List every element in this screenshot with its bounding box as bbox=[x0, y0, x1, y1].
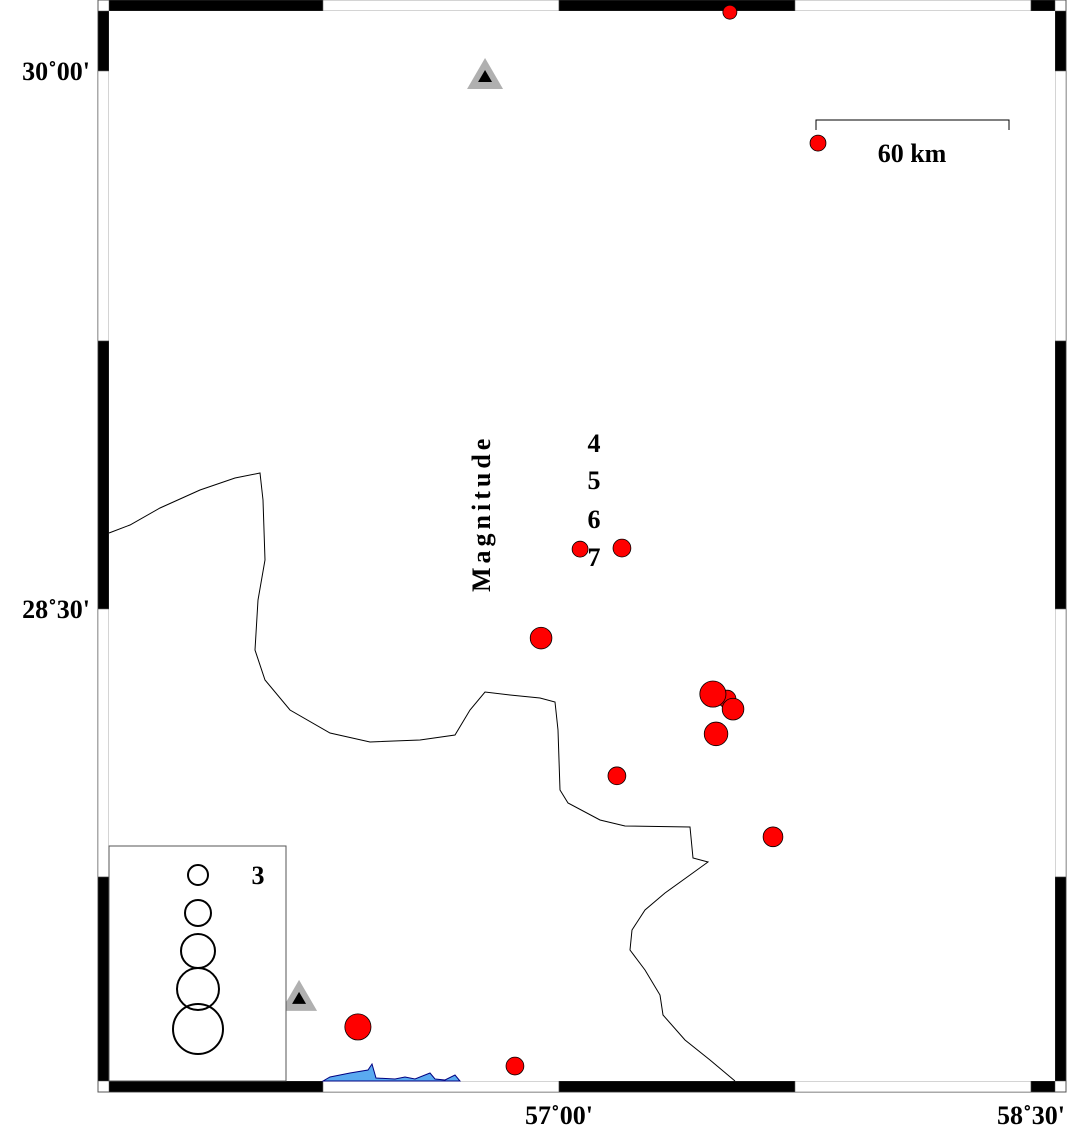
frame-segment-left bbox=[97, 10, 110, 72]
frame-segment-bottom bbox=[322, 1080, 560, 1093]
earthquake-event bbox=[607, 766, 627, 786]
lon-label-58-30: 58˚30' bbox=[997, 1101, 1065, 1130]
station-marker-inner bbox=[292, 991, 307, 1004]
legend-label-3: 3 bbox=[252, 861, 265, 890]
frame-segment-right bbox=[1054, 340, 1067, 610]
province-border bbox=[108, 472, 736, 1082]
frame-segment-left bbox=[97, 340, 110, 610]
frame-segment-bottom bbox=[1030, 1080, 1056, 1093]
station-marker-inner bbox=[478, 70, 493, 83]
frame-segment-top bbox=[108, 0, 324, 12]
frame-segment-top bbox=[322, 0, 560, 12]
scale-bar: 60 km bbox=[815, 119, 1010, 168]
legend-title: Magnitude bbox=[467, 435, 496, 592]
earthquake-event bbox=[762, 826, 784, 848]
frame-segment-right bbox=[1054, 70, 1067, 342]
legend-circle-mag-3 bbox=[187, 864, 209, 886]
frame-segment-left bbox=[97, 876, 110, 1082]
frame-segment-bottom bbox=[558, 1080, 796, 1093]
earthquake-event bbox=[612, 538, 632, 558]
frame-segment-bottom bbox=[108, 1080, 324, 1093]
earthquake-event bbox=[571, 540, 589, 558]
legend-label-5: 5 bbox=[588, 466, 601, 495]
stations-layer bbox=[281, 58, 504, 1011]
earthquake-event bbox=[505, 1056, 525, 1076]
legend-label-6: 6 bbox=[588, 505, 601, 534]
legend-label-7: 7 bbox=[588, 543, 601, 572]
frame-segment-left bbox=[97, 608, 110, 878]
legend-circle-mag-4 bbox=[184, 899, 212, 927]
earthquake-event bbox=[529, 626, 553, 650]
frame-segment-left bbox=[97, 70, 110, 342]
frame-segment-right bbox=[1054, 10, 1067, 72]
legend-box: 3 bbox=[108, 845, 287, 1082]
scale-bar-label: 60 km bbox=[878, 139, 947, 168]
lon-label-57: 57˚00' bbox=[525, 1101, 593, 1130]
legend-circle-mag-6 bbox=[176, 967, 220, 1011]
frame-segment-top bbox=[1030, 0, 1056, 12]
frame-segment-right bbox=[1054, 608, 1067, 878]
legend-circle-mag-7 bbox=[172, 1003, 224, 1055]
frame-segment-top bbox=[558, 0, 796, 12]
frame-segment-right bbox=[1054, 876, 1067, 1082]
earthquake-event bbox=[721, 697, 745, 721]
earthquake-event bbox=[722, 4, 738, 20]
earthquake-event bbox=[344, 1013, 372, 1041]
lat-label-30: 30˚00' bbox=[22, 57, 90, 86]
earthquake-event bbox=[703, 721, 729, 747]
lat-label-28-30: 28˚30' bbox=[22, 595, 90, 624]
earthquake-event bbox=[699, 680, 727, 708]
legend-label-4: 4 bbox=[588, 429, 601, 458]
earthquake-event bbox=[809, 134, 827, 152]
coastline-water bbox=[321, 1062, 462, 1082]
frame-segment-top bbox=[794, 0, 1032, 12]
events-layer bbox=[344, 4, 827, 1076]
frame-segment-bottom bbox=[794, 1080, 1032, 1093]
